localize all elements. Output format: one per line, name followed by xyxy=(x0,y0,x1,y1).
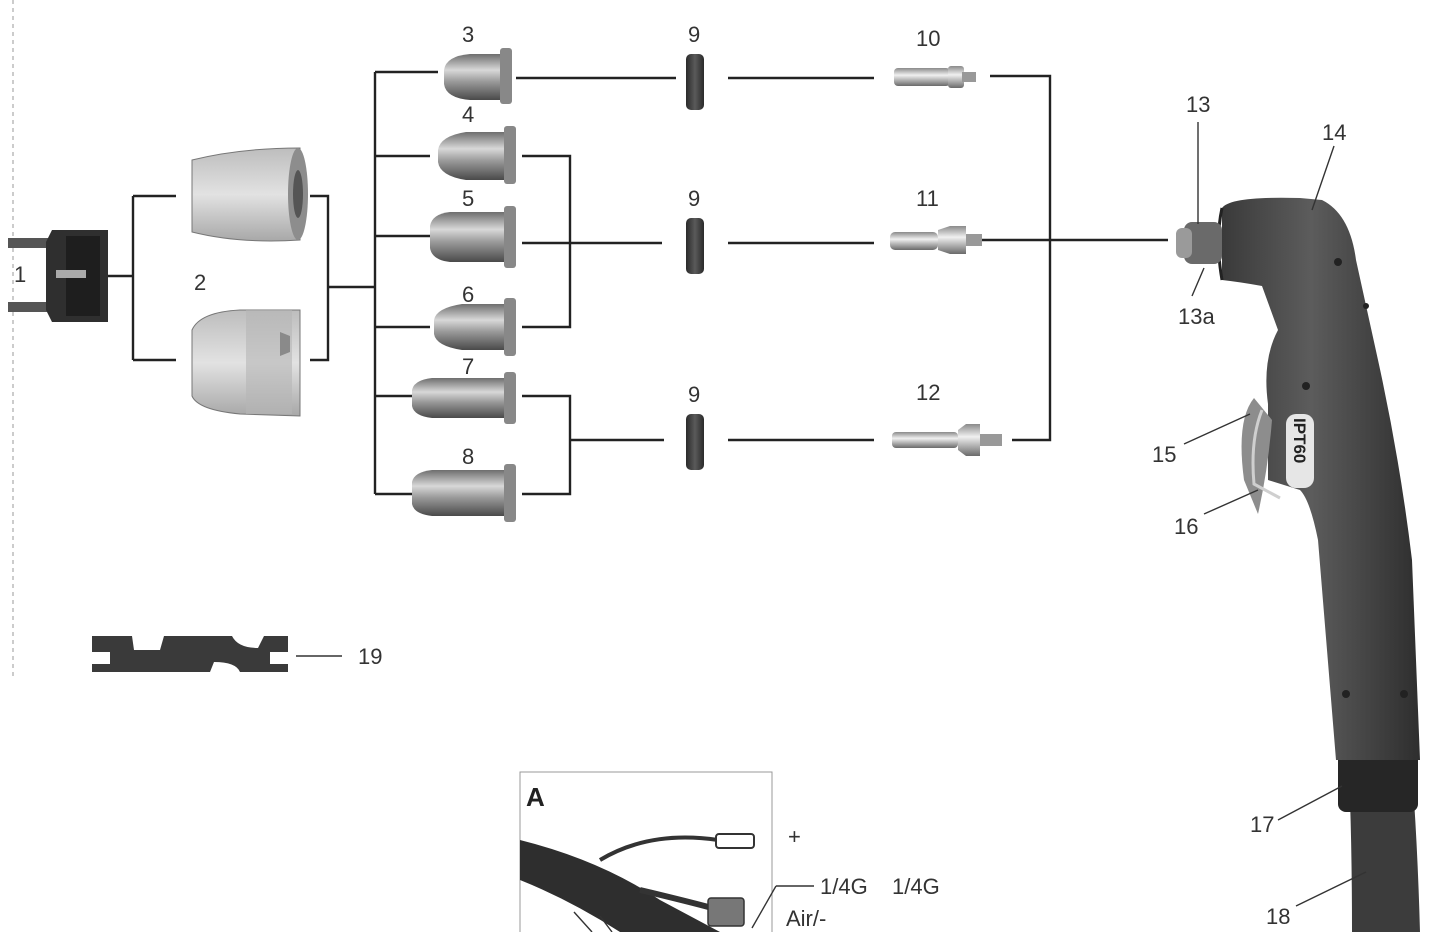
label-part-9-top: 9 xyxy=(688,22,700,47)
part-4-nozzle xyxy=(438,126,516,184)
label-part-1: 1 xyxy=(14,262,26,287)
label-part-7: 7 xyxy=(462,354,474,379)
part-12-electrode xyxy=(892,424,1002,456)
part-8-nozzle xyxy=(412,464,516,522)
label-part-18: 18 xyxy=(1266,904,1290,929)
part-9-diffuser-middle xyxy=(686,218,704,274)
inset-a-air-label: Air/- xyxy=(786,906,826,931)
label-part-10: 10 xyxy=(916,26,940,51)
part-9-diffuser-bottom xyxy=(686,414,704,470)
label-part-13: 13 xyxy=(1186,92,1210,117)
label-part-6: 6 xyxy=(462,282,474,307)
part-6-nozzle xyxy=(434,298,516,356)
label-part-8: 8 xyxy=(462,444,474,469)
part-19-spanner xyxy=(92,636,288,672)
label-part-17: 17 xyxy=(1250,812,1274,837)
label-part-4: 4 xyxy=(462,102,474,127)
label-part-9-middle: 9 xyxy=(688,186,700,211)
label-part-12: 12 xyxy=(916,380,940,405)
torch-model-label: IPT60 xyxy=(1290,418,1309,463)
label-part-11: 11 xyxy=(916,186,939,211)
label-part-16: 16 xyxy=(1174,514,1198,539)
label-part-3: 3 xyxy=(462,22,474,47)
inset-a: A + 1/4G 1/4G Air/- xyxy=(520,772,940,932)
torch-cable xyxy=(1350,800,1420,932)
label-part-19: 19 xyxy=(358,644,382,669)
label-part-9-bottom: 9 xyxy=(688,382,700,407)
inset-a-plus-label: + xyxy=(788,824,801,849)
label-part-2: 2 xyxy=(194,270,206,295)
label-part-5: 5 xyxy=(462,186,474,211)
part-5-nozzle xyxy=(430,206,516,268)
torch-strain-relief xyxy=(1338,752,1418,812)
part-2-shield-cups xyxy=(192,148,308,416)
part-9-diffuser-top xyxy=(686,54,704,110)
label-part-14: 14 xyxy=(1322,120,1346,145)
label-part-13a: 13a xyxy=(1178,304,1215,329)
inset-a-fitting xyxy=(708,898,744,926)
label-part-15: 15 xyxy=(1152,442,1176,467)
inset-a-hose xyxy=(520,840,720,932)
inset-a-thread-2: 1/4G xyxy=(892,874,940,899)
part-11-electrode xyxy=(890,226,982,254)
inset-a-letter: A xyxy=(526,782,545,812)
part-10-electrode xyxy=(894,66,976,88)
part-3-nozzle xyxy=(444,48,512,104)
inset-a-terminal xyxy=(716,834,754,848)
connector-lines xyxy=(98,72,1168,494)
part-7-nozzle xyxy=(412,372,516,424)
inset-a-thread-1: 1/4G xyxy=(820,874,868,899)
